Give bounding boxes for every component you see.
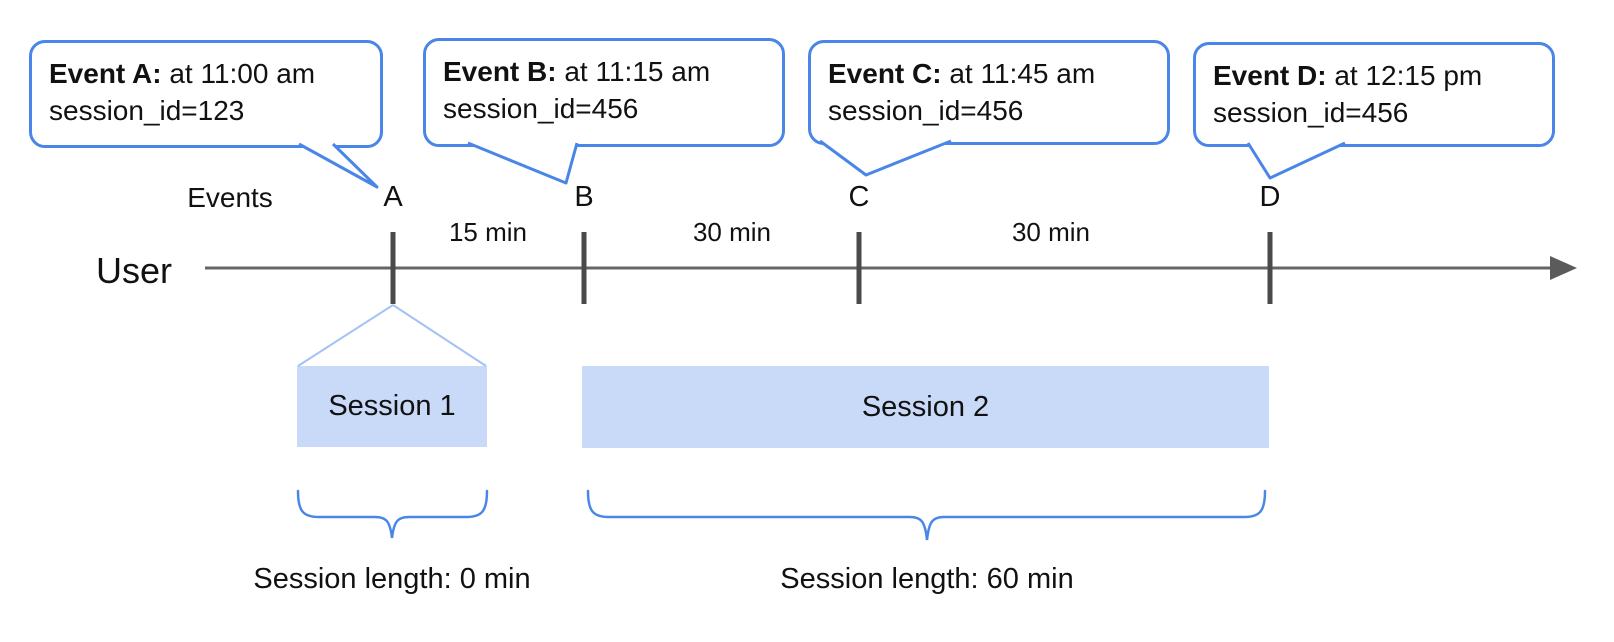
session-1-label: Session 1 bbox=[328, 390, 456, 422]
event-b-time: at 11:15 am bbox=[556, 56, 711, 87]
event-marker-a: A bbox=[383, 181, 403, 213]
event-d-session-id: session_id=456 bbox=[1213, 97, 1409, 128]
session-1-box: Session 1 bbox=[297, 366, 487, 447]
event-marker-d: D bbox=[1259, 181, 1281, 213]
event-d-title: Event D: bbox=[1213, 60, 1327, 91]
callout-event-c-line1: Event C: at 11:45 am bbox=[828, 55, 1151, 92]
session-2-label: Session 2 bbox=[861, 390, 990, 423]
callout-c-tail bbox=[819, 139, 952, 177]
funnel-line-left bbox=[297, 304, 394, 367]
session-2-brace bbox=[586, 489, 1267, 541]
session-1-length-label: Session length: 0 min bbox=[253, 563, 531, 595]
callout-event-d: Event D: at 12:15 pm session_id=456 bbox=[1193, 42, 1555, 147]
interval-c-d-label: 30 min bbox=[1011, 217, 1091, 247]
event-marker-c: C bbox=[848, 181, 870, 213]
event-c-title: Event C: bbox=[828, 58, 942, 89]
callout-b-tail bbox=[467, 141, 579, 185]
events-label: Events bbox=[187, 182, 273, 213]
session-2-box: Session 2 bbox=[582, 366, 1269, 448]
callout-event-a: Event A: at 11:00 am session_id=123 bbox=[29, 40, 383, 148]
event-a-time: at 11:00 am bbox=[161, 58, 316, 89]
session-2-length-label: Session length: 60 min bbox=[780, 563, 1074, 595]
interval-a-b-label: 15 min bbox=[448, 217, 528, 247]
event-b-title: Event B: bbox=[443, 56, 557, 87]
event-a-session-id: session_id=123 bbox=[49, 95, 245, 126]
interval-b-c-label: 30 min bbox=[692, 217, 772, 247]
session-1-brace bbox=[296, 489, 489, 539]
event-d-time: at 12:15 pm bbox=[1326, 60, 1483, 91]
callout-event-a-line1: Event A: at 11:00 am bbox=[49, 55, 364, 92]
event-c-time: at 11:45 am bbox=[941, 58, 1096, 89]
callout-event-b-line1: Event B: at 11:15 am bbox=[443, 53, 766, 90]
funnel-line-right bbox=[392, 304, 487, 367]
callout-event-c: Event C: at 11:45 am session_id=456 bbox=[808, 40, 1170, 145]
callout-a-tail bbox=[298, 142, 379, 189]
event-c-session-id: session_id=456 bbox=[828, 95, 1024, 126]
callout-d-tail bbox=[1246, 141, 1346, 180]
event-a-title: Event A: bbox=[49, 58, 162, 89]
callout-event-b: Event B: at 11:15 am session_id=456 bbox=[423, 38, 785, 147]
user-label: User bbox=[96, 250, 173, 291]
timeline-arrowhead bbox=[1550, 256, 1577, 280]
callout-event-d-line1: Event D: at 12:15 pm bbox=[1213, 57, 1536, 94]
event-marker-b: B bbox=[574, 181, 594, 213]
event-b-session-id: session_id=456 bbox=[443, 93, 639, 124]
